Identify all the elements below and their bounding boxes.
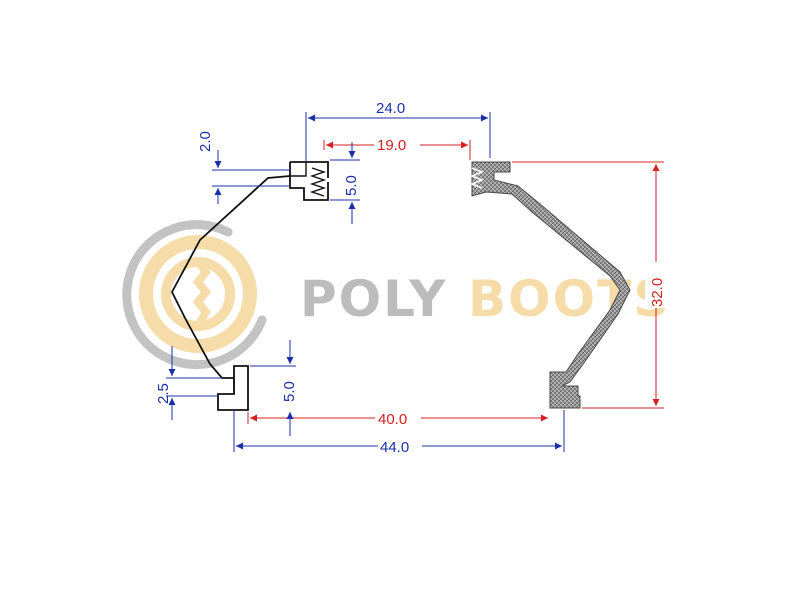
top-serrations	[309, 167, 327, 197]
label-top-groove: 5.0	[343, 175, 360, 196]
label-height: 32.0	[649, 278, 666, 307]
bottom-clip-outline	[217, 365, 249, 411]
dimension-labels: 24.0 19.0 2.0 5.0 32.0 40.0 44.0 2.5 5.0	[155, 100, 669, 456]
label-bottom-width: 44.0	[380, 439, 409, 456]
label-top-width: 24.0	[376, 100, 405, 117]
label-bottom-inner: 40.0	[378, 411, 407, 428]
left-outline-profile	[170, 161, 329, 411]
gear-circle-icon	[122, 220, 267, 370]
brand-text-poly: POLY	[300, 270, 447, 328]
label-top-inner-width: 19.0	[377, 137, 406, 154]
hatched-serrations	[469, 167, 485, 189]
left-wall	[170, 175, 291, 379]
top-groove	[290, 162, 307, 177]
label-bottom-groove: 5.0	[281, 381, 298, 402]
right-hatched-section	[469, 161, 631, 409]
label-bottom-offset: 2.5	[155, 383, 172, 404]
label-lip-offset: 2.0	[197, 131, 214, 152]
hatched-profile	[471, 161, 631, 409]
watermark-logo: POLY BOOTS	[122, 220, 671, 370]
top-clip-outline	[289, 161, 329, 201]
brand-text-boots: BOOTS	[468, 270, 671, 328]
